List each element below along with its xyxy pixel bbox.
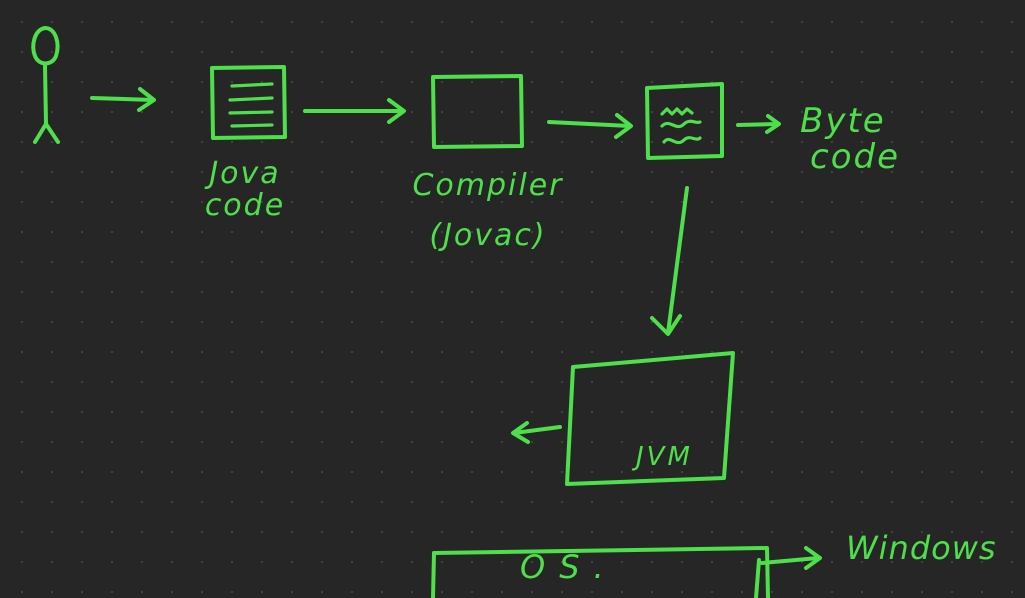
os-label: OS. [520,548,618,586]
developer-stick-figure-icon [31,26,60,144]
compiler-label-line2: (Jovac) [429,217,547,253]
compiler-label-line1: Compiler [412,168,564,203]
arrow-java-code-to-compiler [303,98,406,124]
arrow-bytecode-to-label [736,114,781,134]
java-code-document-icon [210,65,287,140]
arrow-developer-to-java-code [90,87,156,112]
java-code-label-line1: Jova [209,156,281,191]
byte-code-label-line1: Byte [800,101,886,141]
os-bar [431,546,770,598]
jvm-box [565,351,735,486]
compiler-box [431,74,524,149]
compiler-label: Compiler (Jovac) [408,170,568,251]
arrow-os-to-windows [760,546,822,570]
arrow-jvm-left [511,421,562,444]
byte-code-label: Byte code [800,101,920,177]
java-code-label-line2: code [204,187,286,223]
windows-label: Windows [846,529,997,567]
arrow-compiler-to-bytecode [547,113,633,139]
jvm-label: JVM [636,442,693,472]
arrow-bytecode-to-jvm [650,186,689,336]
bytecode-file-icon [645,82,724,160]
byte-code-label-line2: code [810,136,900,177]
java-code-label: Jova code [190,158,300,221]
